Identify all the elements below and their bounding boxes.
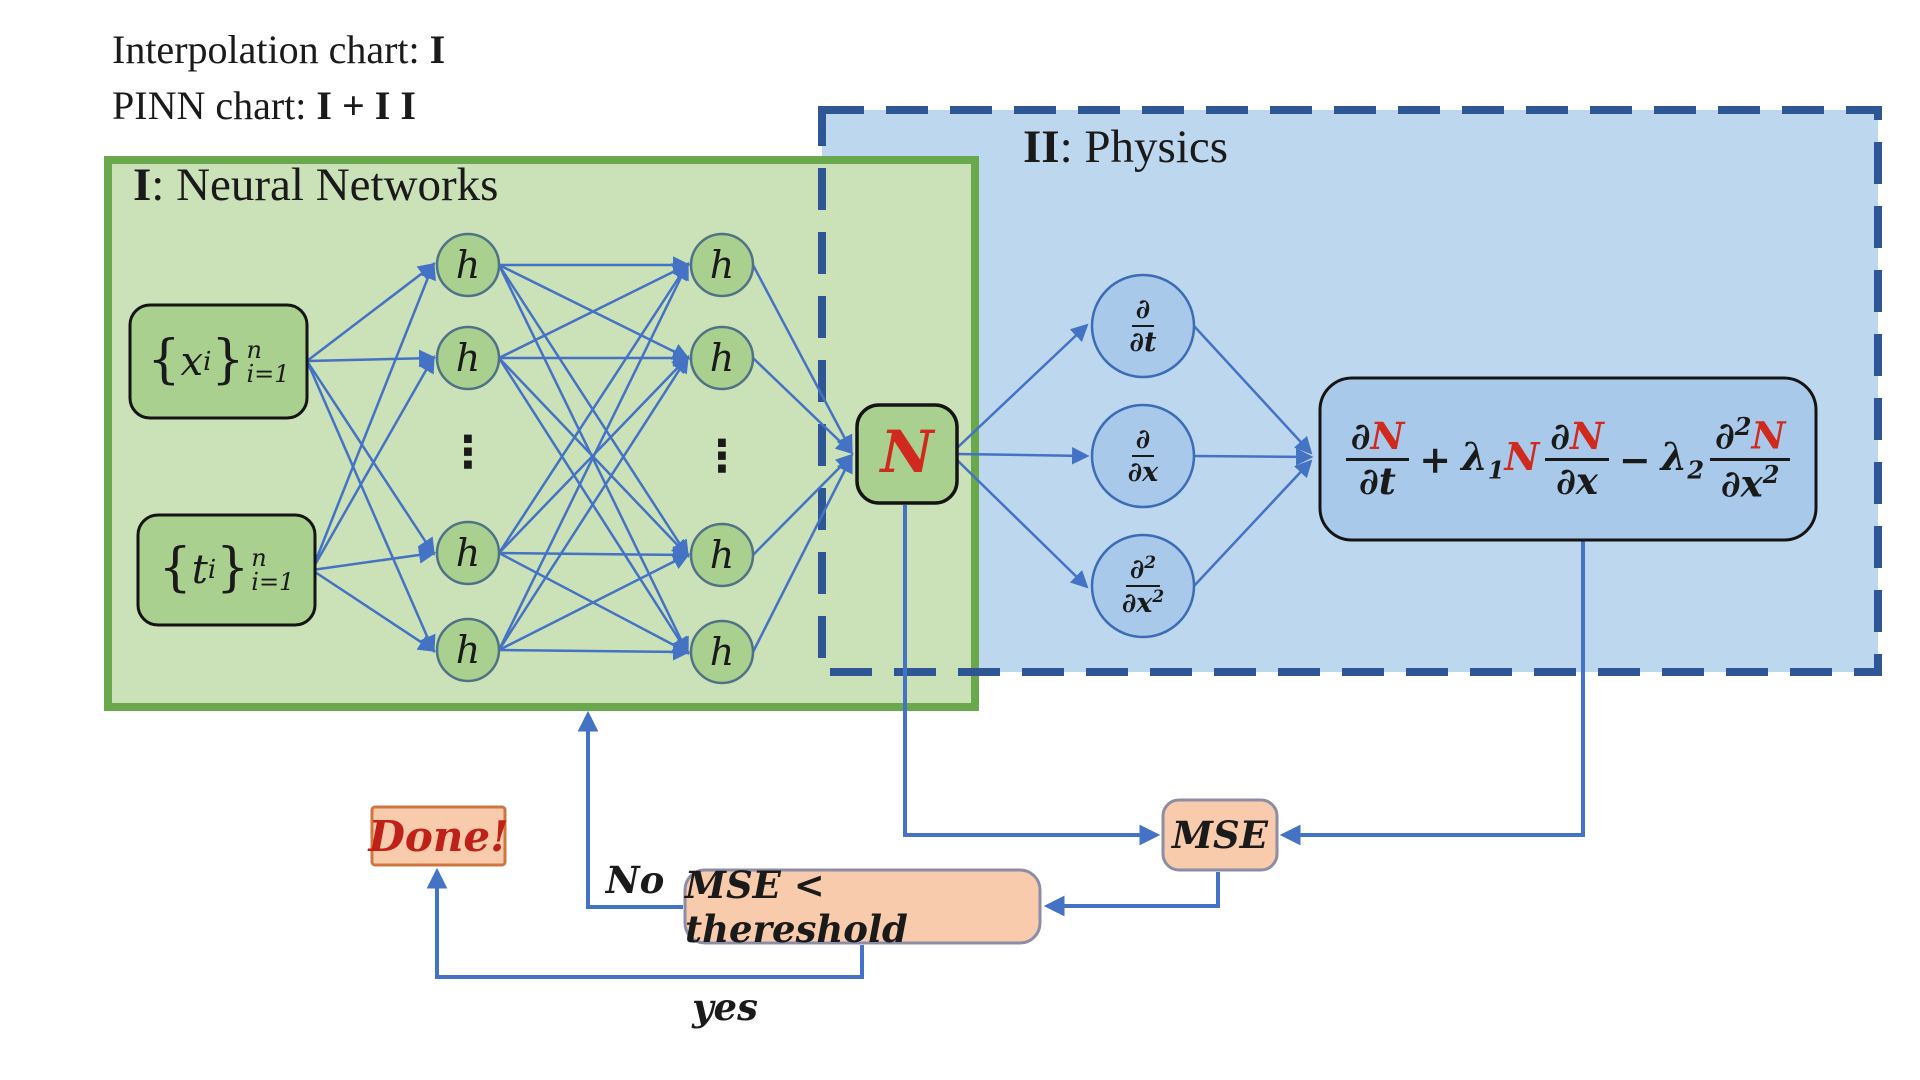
output-n-node	[855, 403, 959, 505]
n-to-mse-line	[903, 505, 1161, 846]
formula-to-mse-line	[1279, 540, 1585, 846]
yes-label: yes	[692, 985, 758, 1029]
hidden-node	[435, 232, 501, 298]
physics-region-label: II: Physics	[1023, 121, 1229, 173]
hidden-node	[689, 619, 755, 685]
hidden-label: h	[455, 628, 481, 672]
flow-nodes	[370, 798, 1279, 945]
hidden-node	[689, 522, 755, 588]
hidden-label: h	[709, 243, 735, 287]
nn-nodes	[128, 232, 959, 685]
deriv-x-label: ∂∂x	[1127, 424, 1159, 488]
hidden-label: h	[709, 336, 735, 380]
header-line-2: PINN chart: I + I I	[112, 83, 416, 128]
nn-region-label: I: Neural Networks	[133, 159, 499, 211]
done-box	[370, 805, 507, 867]
done-label: Done!	[368, 811, 509, 861]
hidden-label: h	[709, 533, 735, 577]
deriv-t-label: ∂∂t	[1129, 294, 1157, 358]
output-n-label: N	[880, 418, 934, 486]
mse-label: MSE	[1172, 813, 1268, 857]
hidden-node	[435, 520, 501, 586]
hidden-node	[435, 617, 501, 683]
input-x-node	[128, 303, 309, 420]
hidden-label: h	[709, 630, 735, 674]
pde-formula: ∂N∂t + λ1N ∂N∂x − λ2 ∂2N∂x2	[1320, 378, 1816, 540]
nn-edges	[305, 256, 1314, 661]
hidden-label: h	[455, 531, 481, 575]
hidden-node	[689, 232, 755, 298]
hidden-node	[435, 325, 501, 391]
no-branch-line	[577, 710, 683, 909]
mse-to-condition-line	[1043, 872, 1220, 917]
condition-label: MSE < thereshold	[685, 862, 908, 951]
input-t-node	[136, 513, 317, 627]
hidden-node	[689, 325, 755, 391]
yes-branch-line	[426, 867, 864, 979]
condition-box	[683, 868, 1042, 945]
physics-region-border	[818, 106, 1882, 676]
vdots-layer1: ⋮	[446, 427, 490, 479]
header-line-1: Interpolation chart: I	[112, 27, 446, 72]
flow-connectors	[426, 505, 1585, 979]
deriv-xx-label: ∂2∂x2	[1121, 553, 1165, 619]
vdots-layer2: ⋮	[700, 431, 744, 483]
hidden-label: h	[455, 243, 481, 287]
hidden-label: h	[455, 336, 481, 380]
mse-box	[1161, 798, 1279, 872]
no-label: No	[605, 858, 665, 902]
